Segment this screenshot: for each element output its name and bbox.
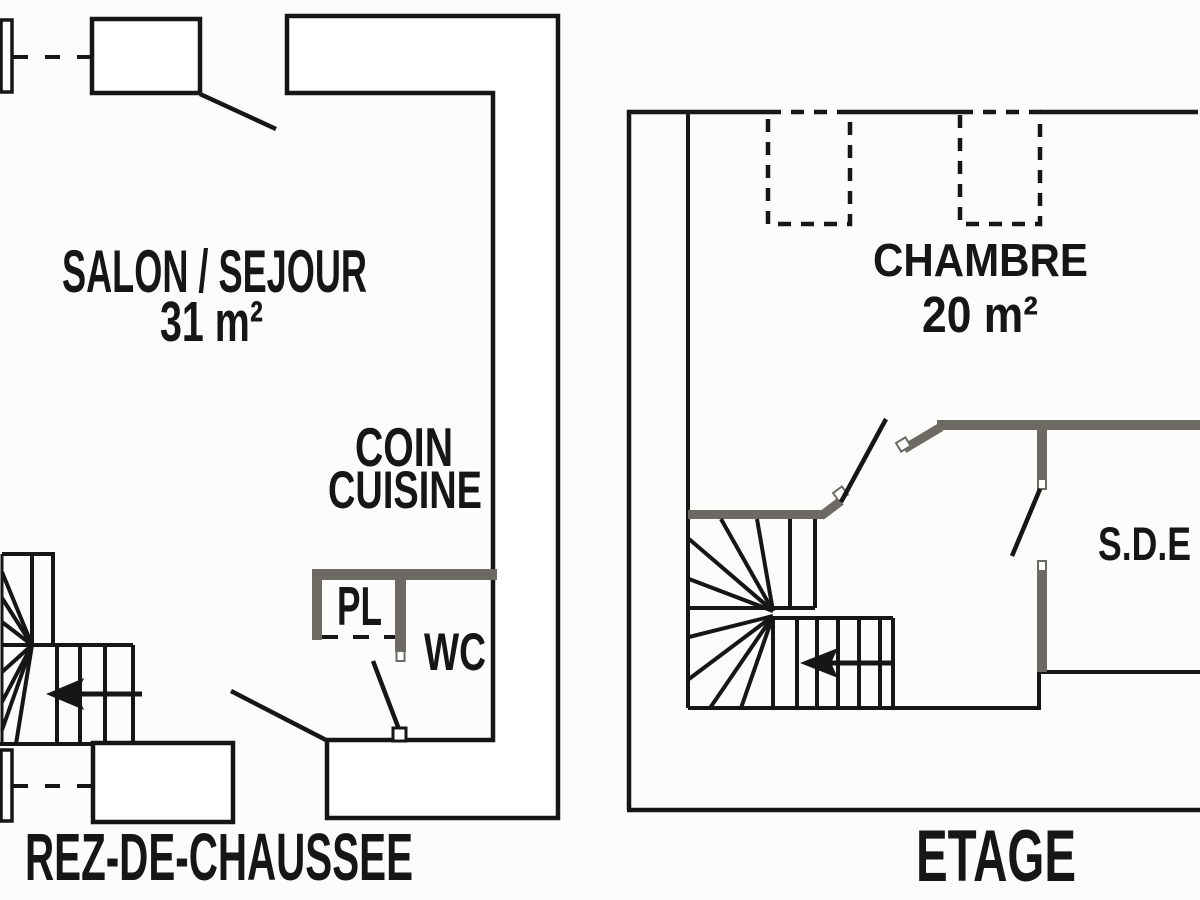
uf-fan-line [708,614,775,710]
ground-floor-plan: SALON / SEJOUR 31 m² COIN CUISINE PL WC … [0,13,561,895]
gf-closet-walls [312,569,497,662]
uf-arrow-head-icon [800,648,838,678]
uf-bathroom-wall-vert-lower [1037,570,1047,672]
uf-wall-end-cap2 [894,435,912,453]
gf-window-pier-left [0,18,14,94]
toilet-label: WC [424,623,486,682]
uf-exterior-walls [626,109,1200,813]
bathroom-label: S.D.E [1098,517,1191,570]
uf-fan-line [739,615,775,709]
gf-closet-wall-left [312,569,322,640]
uf-fan-line [688,614,774,639]
gf-bottom-window-symbols [0,740,236,825]
uf-bathroom-door-leaf [1009,488,1043,557]
uf-bathroom-wall-vert-upper [1037,428,1047,481]
gf-fan-line [0,596,34,647]
uf-bedroom-wall-bar [688,510,823,519]
gf-wc-door [370,660,408,743]
gf-staircase [0,552,142,746]
gf-wc-door-leaf [370,660,403,733]
uf-wall-end-cap4 [1037,560,1047,572]
upper-floor-plan: CHAMBRE 20 m² S.D.E ETAGE [626,109,1200,897]
gf-closet-wall-mid [395,575,406,652]
gf-stair-direction-arrow [46,678,142,710]
uf-wall-end-cap3 [1037,478,1047,490]
uf-stair-direction-arrow [800,648,895,678]
uf-stair-winder-fan [687,518,817,710]
uf-fan-line [688,577,774,613]
uf-bathroom-partition [937,420,1200,672]
closet-label: PL [337,575,382,637]
gf-fan-line [0,644,34,731]
uf-skylight-dashed-right [957,109,1043,227]
uf-wall-end-cap2-rect [894,435,912,453]
bedroom-area-label: 20 m² [922,286,1038,343]
uf-bedroom-wall-angled [818,497,844,520]
gf-exterior-wall [284,13,561,821]
gf-stair-upper-flight-edge [2,552,55,645]
uf-skylight-dashed-left [765,109,853,227]
gf-closet-wall-top [312,569,497,580]
kitchen-label-line1: COIN [355,416,453,478]
gf-fan-line [14,644,34,745]
uf-stair-lower-flight [773,616,895,708]
uf-bedroom-door-leaf [839,417,888,504]
gf-entry-door-swing [199,91,277,132]
uf-staircase [687,518,895,710]
living-room-label: SALON / SEJOUR [62,238,367,305]
gf-fan-line [0,643,34,674]
uf-bathroom-wall-top [937,420,1200,430]
uf-bedroom-partition [688,417,944,520]
gf-fan-line [0,620,34,647]
uf-inner-bottom-wall [688,670,1200,710]
gf-window-pier-left-bottom [0,748,14,823]
uf-fan-line [719,518,775,612]
gf-top-window-symbols [0,16,277,132]
kitchen-label-line2: CUISINE [328,461,482,520]
ground-floor-title: REZ-DE-CHAUSSEE [25,820,413,895]
gf-diagonal-partition-wall [229,689,328,742]
gf-stair-winder-fan [0,571,34,745]
uf-fan-line [687,614,775,681]
gf-window-pier-mid-bottom [90,740,236,825]
gf-wall-end-cap [395,650,406,662]
upper-floor-title: ETAGE [916,816,1076,897]
uf-fan-line [687,537,775,613]
living-room-area-label: 31 m² [160,290,263,354]
gf-wc-door-hinge [391,726,408,743]
gf-fan-line [0,571,34,646]
uf-fan-line [755,518,775,612]
gf-arrow-head-icon [46,678,84,710]
gf-window-pier-mid [89,16,203,96]
bedroom-label: CHAMBRE [873,234,1088,286]
